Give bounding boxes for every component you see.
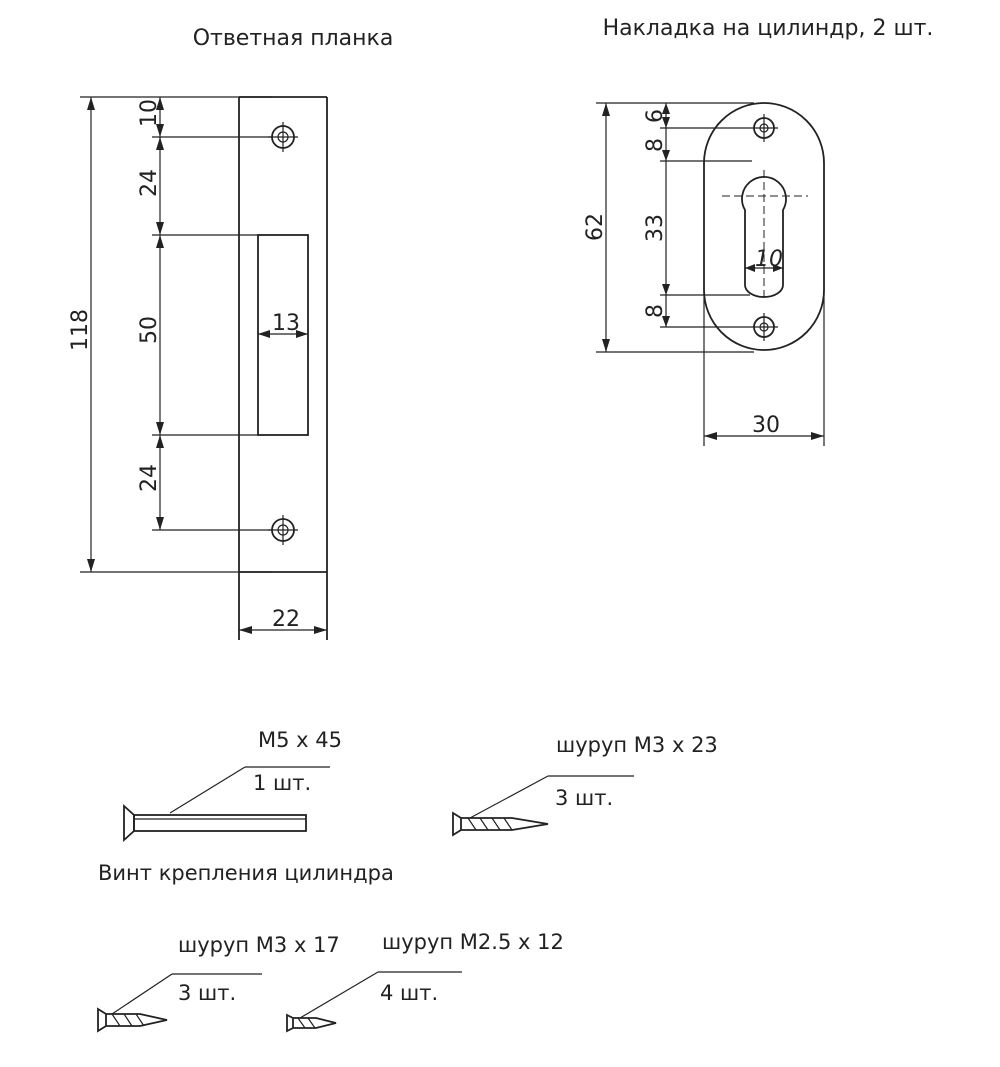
plate-top-offset-label: 10 — [137, 99, 162, 127]
cover-total-height-label: 62 — [583, 213, 608, 241]
cover-keyhole — [741, 176, 787, 298]
screw-m2-5x12-size: шуруп M2.5 x 12 — [382, 930, 564, 954]
cover-top-hole — [750, 114, 778, 142]
plate-total-height-label: 118 — [68, 309, 93, 351]
cylinder-screw-size: M5 x 45 — [258, 728, 342, 752]
screw-m3x17-icon — [97, 1007, 168, 1033]
screw-m3x23-size: шуруп M3 x 23 — [556, 733, 718, 757]
cover-upper-gap-label: 8 — [643, 138, 668, 152]
screw-m3x17-qty: 3 шт. — [178, 981, 236, 1005]
plate-opening-width-label: 13 — [272, 311, 300, 336]
cover-bottom-hole — [750, 313, 778, 341]
screw-m3x17-size: шуруп M3 x 17 — [178, 933, 340, 957]
plate-opening-height-label: 50 — [137, 316, 162, 344]
cylinder-screw-caption: Винт крепления цилиндра — [98, 861, 394, 885]
plate-extension-lines — [80, 96, 272, 573]
cylinder-screw-shank-icon — [133, 814, 307, 832]
plate-lower-gap-label: 24 — [137, 464, 162, 492]
cover-slot-width-label: 10 — [755, 247, 783, 272]
screw-m3x23: шуруп M3 x 23 3 шт. — [452, 733, 718, 837]
cylinder-screw: M5 x 45 1 шт. Винт крепления цилиндра — [98, 728, 394, 885]
cylinder-screw-qty: 1 шт. — [253, 771, 311, 795]
plate-width-label: 22 — [272, 607, 300, 632]
screw-m3x23-icon — [452, 811, 549, 837]
screw-m2-5x12-qty: 4 шт. — [380, 981, 438, 1005]
cylinder-screw-head-icon — [123, 803, 135, 843]
plate-opening — [257, 234, 309, 436]
cover-extension-lines — [596, 102, 825, 446]
plate-upper-gap-label: 24 — [137, 169, 162, 197]
cylinder-cover-title: Накладка на цилиндр, 2 шт. — [603, 16, 934, 41]
cover-top-offset-label: 6 — [643, 109, 668, 123]
cover-lower-gap-label: 8 — [643, 304, 668, 318]
strike-plate-drawing: Ответная планка — [68, 26, 393, 640]
plate-bottom-hole — [268, 515, 298, 545]
screw-m3x17: шуруп M3 x 17 3 шт. — [97, 933, 340, 1033]
plate-top-hole — [268, 122, 298, 152]
screw-m3x23-qty: 3 шт. — [555, 786, 613, 810]
screw-m2-5x12: шуруп M2.5 x 12 4 шт. — [286, 930, 564, 1033]
cylinder-cover-drawing: Накладка на цилиндр, 2 шт. — [583, 16, 933, 446]
strike-plate-title: Ответная планка — [193, 26, 394, 51]
cover-slot-height-label: 33 — [643, 214, 668, 242]
cover-width-label: 30 — [752, 413, 780, 438]
